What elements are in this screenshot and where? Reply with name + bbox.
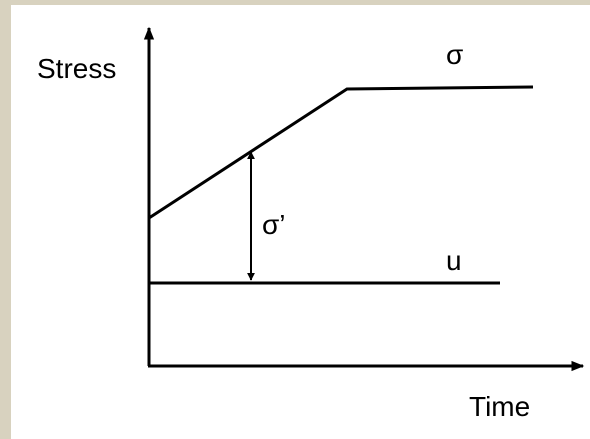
effective-stress-label: σ’ [262,209,286,240]
total-stress-label: σ [446,39,463,70]
total-stress-line [148,85,534,220]
pore-pressure-label: u [446,245,462,276]
y-axis-label: Stress [37,53,116,84]
x-axis-label: Time [469,391,530,422]
